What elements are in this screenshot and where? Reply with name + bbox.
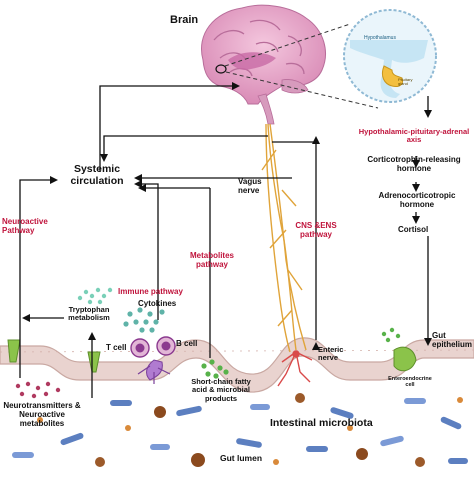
gut-wall [0,337,474,393]
hypothalamus-label: Hypothalamus [364,35,396,41]
acth-line1: Adrenocorticotropic [378,191,456,200]
vagus-line1: Vagus [238,177,262,186]
hypothalamus-inset [343,9,437,103]
neuroactive-line2: Pathway [2,225,35,235]
enteroendocrine-line2: cell [405,382,415,389]
b-cell-label: B cell [176,339,198,348]
crh-line2: hormone [396,163,432,173]
enteroendocrine-line1: Enteroendocrine [388,376,432,382]
intestinal-microbiota-label: Intestinal microbiota [270,417,373,429]
scfa-line2: acid & microbial [192,385,250,395]
acth-label: Adrenocorticotropic hormone [362,191,472,210]
neuro-metab-line1: Neurotransmitters & [3,401,81,410]
vagus-line2: nerve [238,185,260,195]
cns-ens-pathway-label: CNS &ENS pathway [288,221,344,240]
cns-ens-line2: pathway [299,229,332,239]
neuro-metab-line2: Neuroactive [19,409,65,419]
brain-label: Brain [170,14,199,26]
enteric-line1: Enteric [318,345,344,354]
neurotransmitter-dots [15,381,61,399]
arrow-network [19,82,432,398]
cns-ens-line1: CNS &ENS [295,221,337,230]
gut-epithelium-line2: epithelium [432,339,473,349]
vagus-nerve-label: Vagus nerve [238,177,262,196]
neuroactive-pathway-label: Neuroactive Pathway [2,217,48,236]
cytokines-label: Cytokines [138,299,177,308]
scfa-dots [201,359,229,379]
scfa-line1: Short-chain fatty [191,377,251,386]
t-cell-label: T cell [106,343,127,352]
cytokine-dots [123,307,165,333]
tryptophan-metabolism-label: Tryptophan metabolism [60,305,118,323]
scfa-label: Short-chain fatty acid & microbial produ… [180,377,262,403]
neuroactive-line1: Neuroactive [2,217,48,226]
enteric-nerve-label: Enteric nerve [318,345,344,363]
cortisol-label: Cortisol [398,225,429,234]
hpa-axis-line1: Hypothalamic-pituitary-adrenal [358,127,470,136]
hpa-axis-line2: axis [406,135,422,145]
tryptophan-line2: metabolism [68,313,110,323]
acth-line2: hormone [399,199,435,209]
metabolites-line1: Metabolites [189,251,234,260]
microbiota-bacteria [12,393,468,467]
brain-illustration [201,4,326,125]
enteroendocrine-cell-label: Enteroendocrine cell [380,376,440,388]
crh-label: Corticotrophin-releasing hormone [354,155,474,174]
vagus-nerve [261,123,307,353]
crh-line1: Corticotrophin-releasing [367,155,461,164]
immune-pathway-label: Immune pathway [118,287,183,296]
enteric-nerve-cell [277,350,313,387]
systemic-line2: circulation [70,174,124,187]
enteric-line2: nerve [318,353,339,363]
systemic-line1: Systemic [73,163,121,175]
systemic-circulation-label: Systemic circulation [58,163,136,188]
tryptophan-dots [77,287,113,305]
neurotransmitters-label: Neurotransmitters & Neuroactive metaboli… [0,401,90,429]
enteroendocrine-dots [381,327,401,343]
gut-epithelium-label: Gut epithelium [432,331,473,350]
pituitary-label: Pituitary gland [398,77,413,87]
tryptophan-line1: Tryptophan [68,305,110,314]
immune-cells [130,336,176,384]
hpa-axis-label: Hypothalamic-pituitary-adrenal axis [352,127,474,145]
gut-lumen-label: Gut lumen [220,453,263,463]
scfa-line3: products [204,393,238,403]
metabolites-line2: pathway [195,259,228,269]
neuro-metab-line3: metabolites [19,418,65,428]
gut-epithelium-line1: Gut [432,331,446,340]
metabolites-pathway-label: Metabolites pathway [184,251,240,270]
